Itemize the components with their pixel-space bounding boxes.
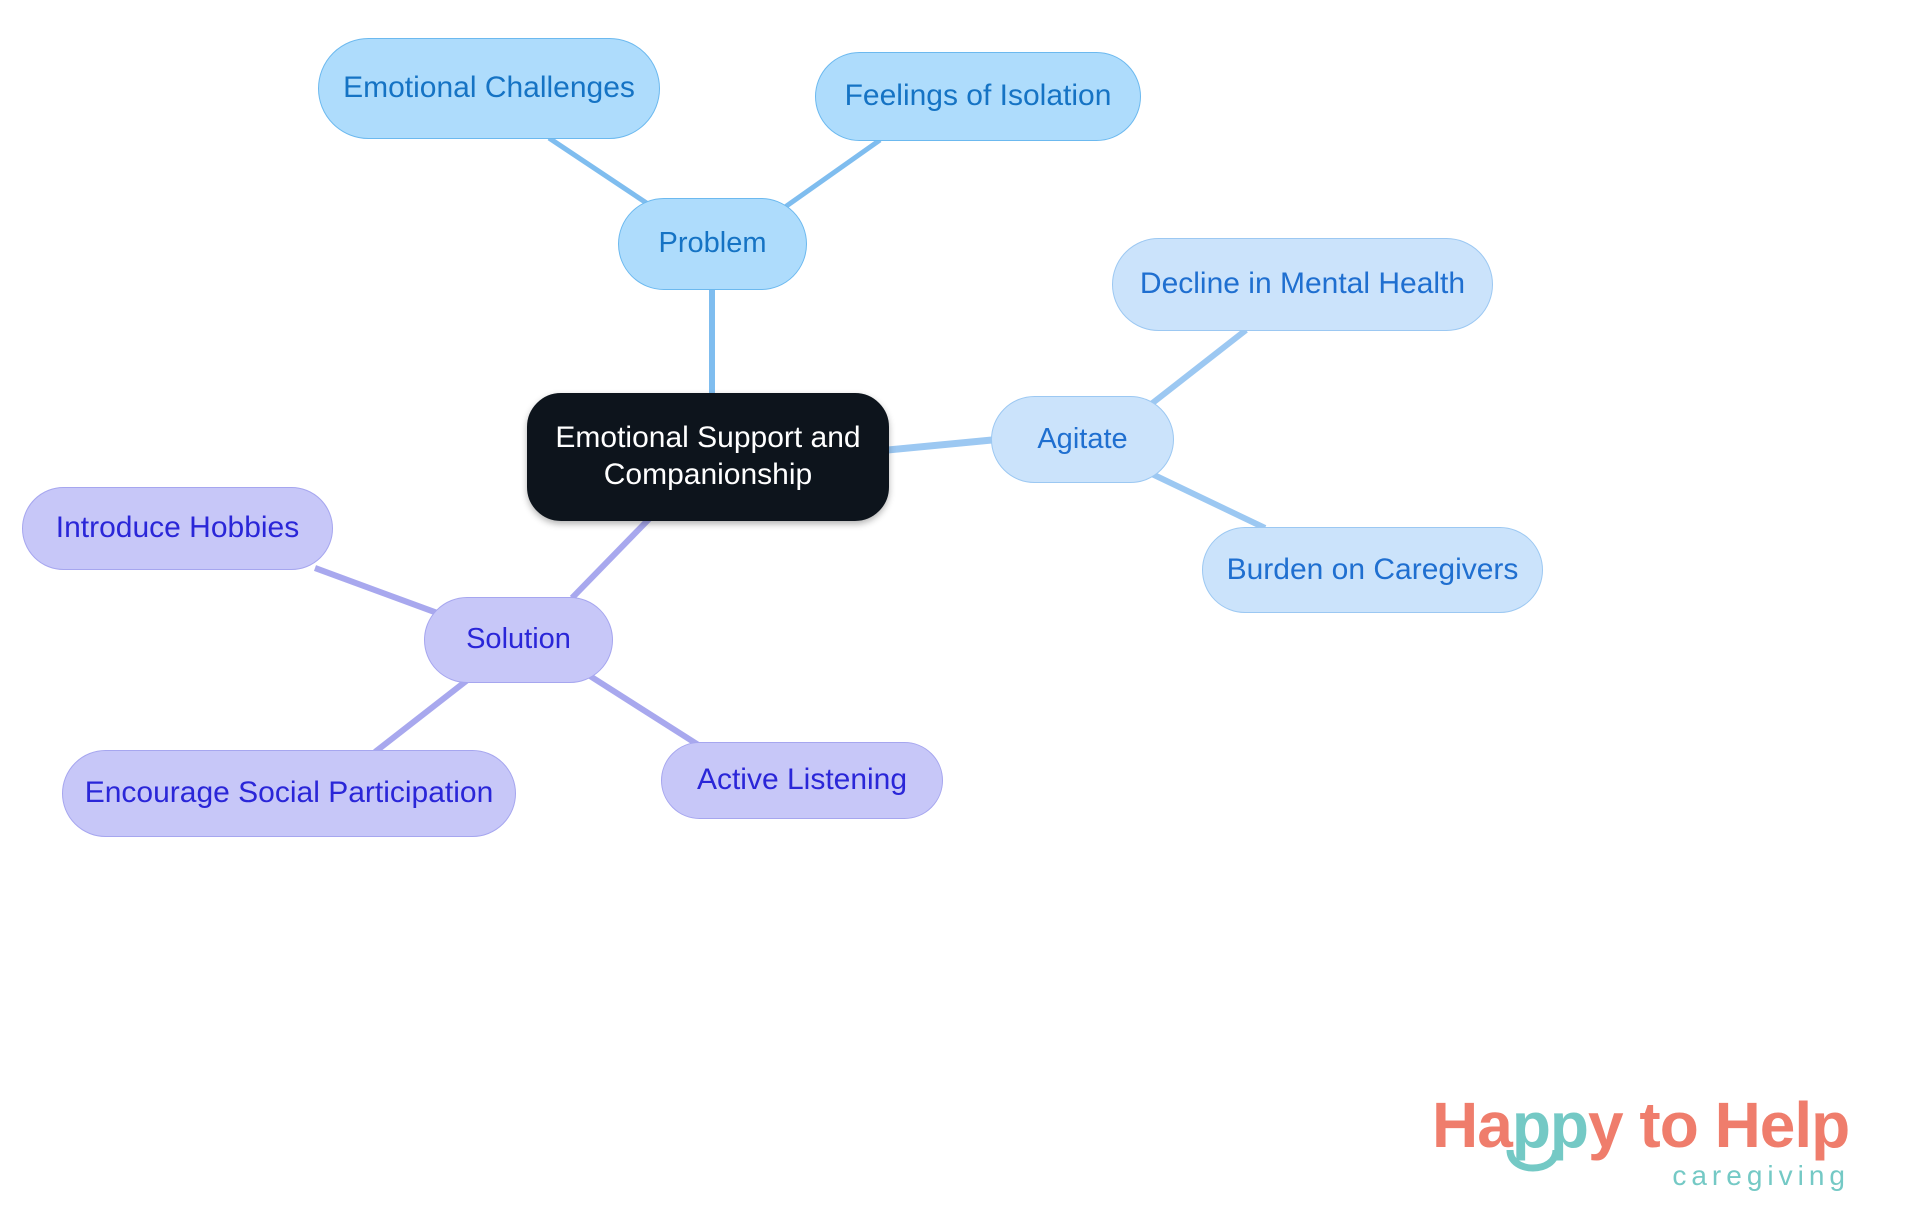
node-burden-on-caregivers[interactable]: Burden on Caregivers — [1202, 527, 1543, 613]
brand-logo: Happy to Help caregiving — [1432, 1088, 1852, 1200]
node-agitate[interactable]: Agitate — [991, 396, 1174, 483]
edge-solution-active-listening — [588, 673, 702, 749]
edge-solution-introduce-hobbies — [313, 565, 442, 617]
edge-agitate-decline-in-mental-health — [1148, 327, 1248, 408]
logo-text-pp: pp — [1511, 1089, 1589, 1161]
edge-solution-encourage-social-participation — [373, 675, 472, 755]
logo-wordmark: Happy to Help — [1432, 1088, 1850, 1162]
edge-problem-feelings-of-isolation — [776, 137, 882, 215]
edge-root-solution — [569, 515, 653, 601]
node-active-listening[interactable]: Active Listening — [661, 742, 943, 819]
node-encourage-social-participation[interactable]: Encourage Social Participation — [62, 750, 516, 837]
node-decline-in-mental-health[interactable]: Decline in Mental Health — [1112, 238, 1493, 331]
node-root[interactable]: Emotional Support and Companionship — [527, 393, 889, 521]
node-feelings-of-isolation[interactable]: Feelings of Isolation — [815, 52, 1141, 141]
logo-tagline: caregiving — [1672, 1160, 1850, 1191]
edge-root-agitate — [887, 436, 993, 454]
logo-text-rest: y to Help — [1588, 1089, 1850, 1161]
node-solution[interactable]: Solution — [424, 597, 613, 683]
smile-icon — [1506, 1150, 1560, 1172]
edge-agitate-burden-on-caregivers — [1150, 471, 1267, 531]
edge-problem-emotional-challenges — [547, 135, 662, 215]
node-problem[interactable]: Problem — [618, 198, 807, 290]
node-emotional-challenges[interactable]: Emotional Challenges — [318, 38, 660, 139]
logo-text-ha: Ha — [1432, 1089, 1513, 1161]
node-introduce-hobbies[interactable]: Introduce Hobbies — [22, 487, 333, 570]
